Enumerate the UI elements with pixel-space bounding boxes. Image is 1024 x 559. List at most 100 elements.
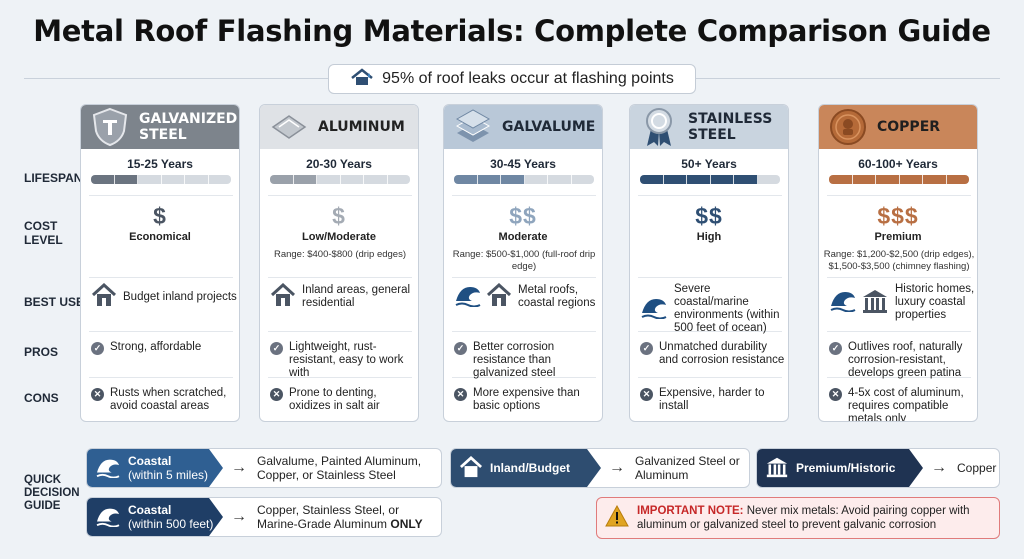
decision-result-text: Galvalume, Painted Aluminum, Copper, or … xyxy=(257,454,422,482)
lifespan-bar-segment xyxy=(501,175,525,184)
card-header: GALVALUME xyxy=(444,105,602,149)
lifespan-bar-segment xyxy=(852,175,876,184)
pros: ✓Better corrosion resistance than galvan… xyxy=(454,341,600,380)
cost-dollar-signs: $ xyxy=(332,203,346,229)
lifespan-value: 60-100+ Years xyxy=(858,157,938,171)
decision-tag-sub: (within 500 feet) xyxy=(128,517,214,531)
best-use: Historic homes, luxury coastal propertie… xyxy=(829,283,975,322)
house-icon xyxy=(91,282,117,311)
cost-level: Economical xyxy=(129,231,191,243)
wave-icon xyxy=(95,505,121,530)
best-use: Metal roofs, coastal regions xyxy=(454,282,600,311)
qd-label-line2: DECISION xyxy=(24,487,80,499)
lifespan-bar-segment xyxy=(640,175,664,184)
decision-tag: Coastal(within 5 miles) xyxy=(87,449,223,487)
cons-text: Expensive, harder to install xyxy=(659,387,765,412)
cons: ✕Prone to denting, oxidizes in salt air xyxy=(270,387,416,413)
material-name: ALUMINUM xyxy=(318,119,405,135)
house-icon xyxy=(270,282,296,311)
stacked-sheets-icon xyxy=(452,106,494,148)
decision-tag: Coastal(within 500 feet) xyxy=(87,498,223,536)
x-icon: ✕ xyxy=(829,388,842,401)
row-divider xyxy=(638,277,782,278)
decision-tag-label: Coastal xyxy=(128,503,172,517)
lifespan-bar-segment xyxy=(317,175,341,184)
row-label-lifespan: LIFESPAN xyxy=(24,171,83,185)
row-label-cost-line1: COST xyxy=(24,219,58,233)
decision-tag-sub: (within 5 miles) xyxy=(128,468,209,482)
pros-text: Strong, affordable xyxy=(110,341,202,353)
lifespan-bar-segment xyxy=(185,175,209,184)
lifespan-bar-segment xyxy=(548,175,572,184)
material-name: COPPER xyxy=(877,119,940,135)
pros: ✓ Strong, affordable xyxy=(91,341,237,355)
best-use-text: Budget inland projects xyxy=(123,290,237,303)
qd-label-line3: GUIDE xyxy=(24,500,61,512)
lifespan-bar-segment xyxy=(734,175,758,184)
best-use-text: Inland areas, general residential xyxy=(302,284,411,309)
lifespan-value: 30-45 Years xyxy=(490,157,556,171)
decision-result: Copper xyxy=(957,461,996,475)
check-icon: ✓ xyxy=(91,342,104,355)
quick-decision-item: Coastal(within 500 feet)→Copper, Stainle… xyxy=(86,497,442,537)
house-icon xyxy=(459,456,483,481)
sheet-icon xyxy=(268,106,310,148)
material-name-line1: COPPER xyxy=(877,119,941,135)
row-label-cons: CONS xyxy=(24,391,59,405)
row-label-cost-line2: LEVEL xyxy=(24,233,63,247)
lifespan-value: 15-25 Years xyxy=(127,157,193,171)
quick-decision-item: Inland/Budget→Galvanized Steel or Alumin… xyxy=(450,448,750,488)
lifespan-bar-segment xyxy=(161,175,185,184)
cost-dollar-signs: $$$ xyxy=(877,203,919,229)
row-divider xyxy=(268,195,412,196)
material-name-line2: STEEL xyxy=(688,127,736,143)
lifespan-bar-segment xyxy=(876,175,900,184)
x-icon: ✕ xyxy=(640,388,653,401)
coin-icon xyxy=(827,106,869,148)
house-icon xyxy=(486,282,512,311)
best-use: Severe coastal/marine environments (with… xyxy=(640,283,786,335)
row-divider xyxy=(827,277,971,278)
cons-text: 4-5x cost of aluminum, requires compatib… xyxy=(848,387,964,422)
check-icon: ✓ xyxy=(640,342,653,355)
lifespan-bar-segment xyxy=(923,175,947,184)
wave-icon xyxy=(829,288,857,318)
decision-tag: Inland/Budget xyxy=(451,449,601,487)
decision-result-emphasis: ONLY xyxy=(390,517,423,531)
cost-dollar-signs: $$ xyxy=(509,203,537,229)
lifespan-bar-segment xyxy=(899,175,923,184)
check-icon: ✓ xyxy=(829,342,842,355)
material-name-line1: GALVANIZED xyxy=(139,111,238,127)
row-divider xyxy=(268,277,412,278)
building-icon xyxy=(765,456,789,481)
warning-icon xyxy=(605,504,629,531)
decision-tag-text: Coastal(within 5 miles) xyxy=(128,454,208,482)
best-use-icons xyxy=(640,295,668,323)
lifespan-bar-segment xyxy=(524,175,548,184)
lifespan-value: 50+ Years xyxy=(681,157,737,171)
lifespan-bar-segment xyxy=(946,175,969,184)
cost-level: Moderate xyxy=(498,231,548,243)
medal-icon xyxy=(638,106,680,148)
pros-text: Lightweight, rust-resistant, easy to wor… xyxy=(289,341,404,379)
wave-icon xyxy=(95,456,121,481)
lifespan-bar-segment xyxy=(571,175,594,184)
check-icon: ✓ xyxy=(270,342,283,355)
note-body: Never mix metals: Avoid pairing copper w… xyxy=(637,505,970,531)
lifespan-bar-segment xyxy=(387,175,410,184)
pros: ✓Outlives roof, naturally corrosion-resi… xyxy=(829,341,975,380)
row-divider xyxy=(452,195,596,196)
best-use-text: Historic homes, luxury coastal propertie… xyxy=(895,283,975,321)
stat-text: 95% of roof leaks occur at flashing poin… xyxy=(382,70,674,87)
lifespan-bar-segment xyxy=(91,175,115,184)
arrow-right-icon: → xyxy=(231,459,247,476)
row-divider xyxy=(452,331,596,332)
wave-icon xyxy=(454,283,482,311)
best-use: Budget inland projects xyxy=(91,282,237,311)
arrow-right-icon: → xyxy=(231,508,247,525)
lifespan-bar-segment xyxy=(829,175,853,184)
row-divider xyxy=(89,195,233,196)
